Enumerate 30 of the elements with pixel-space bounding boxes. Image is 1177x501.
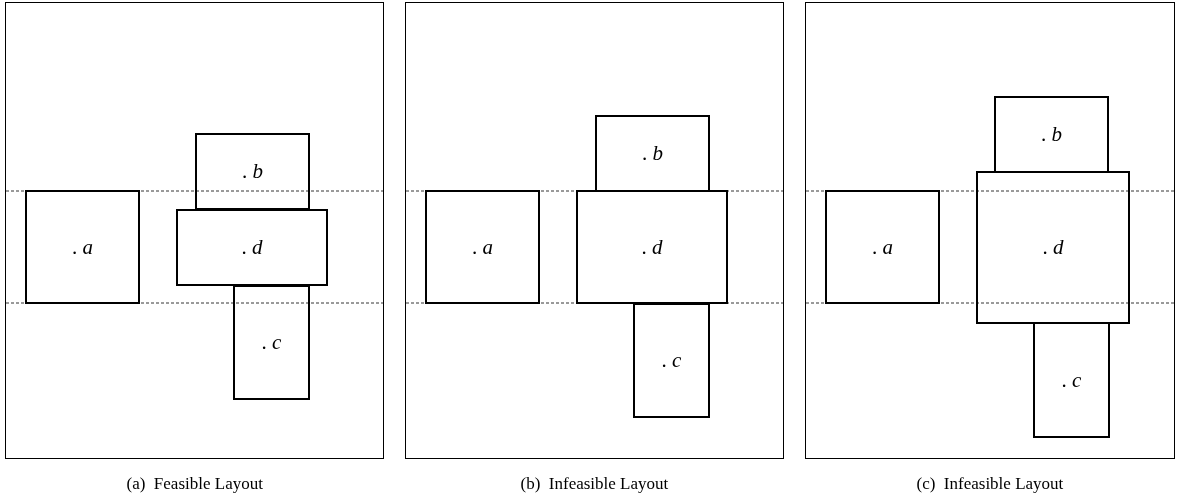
module-rect bbox=[595, 115, 710, 192]
module-rect bbox=[976, 171, 1130, 324]
module-rect bbox=[425, 190, 540, 304]
layout-panel bbox=[805, 2, 1175, 459]
module-label: . c bbox=[1061, 367, 1082, 393]
module-rect bbox=[233, 285, 310, 400]
module-label: . b bbox=[1041, 122, 1062, 147]
module-label: . b bbox=[242, 159, 263, 184]
module-rect bbox=[994, 96, 1109, 173]
module-rect bbox=[176, 209, 328, 286]
module-label: . a bbox=[72, 234, 93, 260]
layout-panel bbox=[5, 2, 384, 459]
module-rect bbox=[576, 190, 728, 304]
module-label: . b bbox=[642, 141, 663, 166]
module-rect bbox=[633, 303, 710, 418]
subfigure-caption: (a) Feasible Layout bbox=[126, 474, 263, 494]
subfigure-caption: (b) Infeasible Layout bbox=[520, 474, 669, 494]
module-rect bbox=[25, 190, 140, 304]
module-label: . d bbox=[641, 234, 663, 260]
module-label: . c bbox=[261, 330, 282, 355]
module-label: . d bbox=[1042, 235, 1064, 260]
module-rect bbox=[1033, 322, 1110, 438]
subfigure-caption: (c) Infeasible Layout bbox=[916, 474, 1064, 494]
module-label: . a bbox=[872, 234, 893, 260]
module-label: . a bbox=[472, 234, 493, 260]
module-label: . c bbox=[661, 348, 682, 373]
module-rect bbox=[825, 190, 940, 304]
module-label: . d bbox=[241, 235, 263, 260]
module-rect bbox=[195, 133, 310, 210]
layout-panel bbox=[405, 2, 784, 459]
